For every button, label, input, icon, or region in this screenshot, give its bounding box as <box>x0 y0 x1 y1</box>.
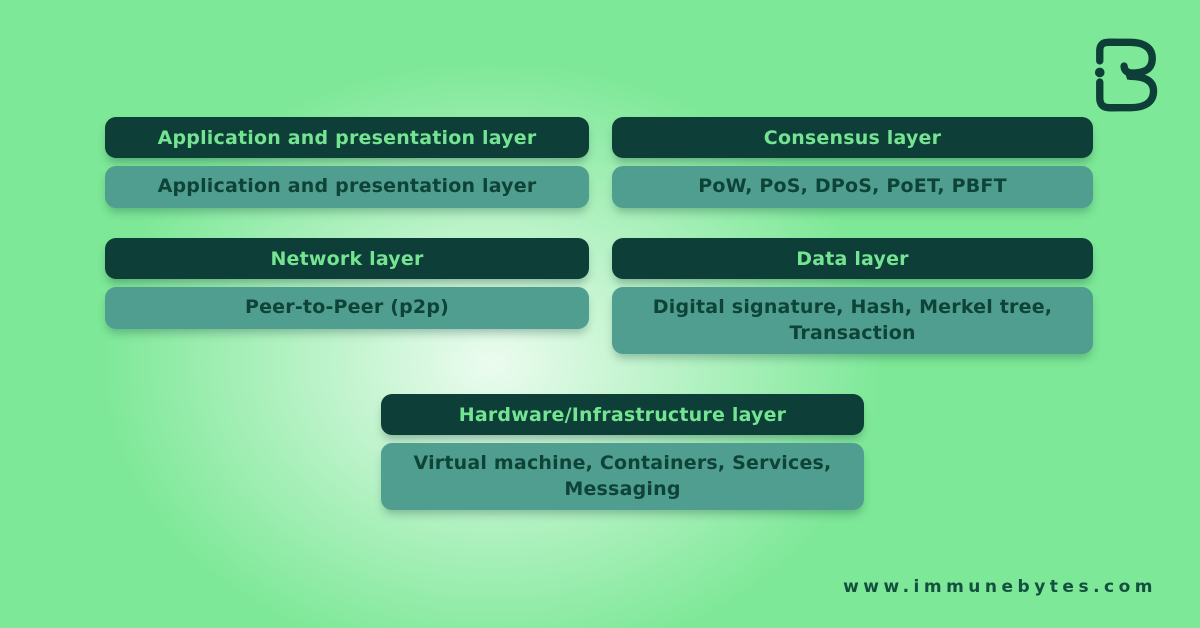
layer-application-content: Application and presentation layer <box>105 166 589 208</box>
layer-data: Data layer Digital signature, Hash, Merk… <box>612 238 1093 355</box>
layer-network-title: Network layer <box>105 238 589 279</box>
website-url: www.immunebytes.com <box>843 577 1157 597</box>
logo-top-bump <box>1105 38 1156 77</box>
layer-application-title: Application and presentation layer <box>105 117 589 158</box>
layer-hardware: Hardware/Infrastructure layer Virtual ma… <box>381 394 864 511</box>
layer-consensus: Consensus layer PoW, PoS, DPoS, PoET, PB… <box>612 117 1093 208</box>
layer-data-content: Digital signature, Hash, Merkel tree, Tr… <box>612 287 1093 355</box>
logo-left-bottom-stroke <box>1096 78 1120 112</box>
layer-hardware-title: Hardware/Infrastructure layer <box>381 394 864 435</box>
layer-consensus-content: PoW, PoS, DPoS, PoET, PBFT <box>612 166 1093 208</box>
immunebytes-logo <box>1094 38 1158 112</box>
layer-network-content: Peer-to-Peer (p2p) <box>105 287 589 329</box>
layer-data-title: Data layer <box>612 238 1093 279</box>
logo-i-dot <box>1094 67 1105 78</box>
logo-play-triangle <box>1127 68 1137 81</box>
logo-bottom-bump <box>1105 72 1158 112</box>
layer-hardware-content: Virtual machine, Containers, Services, M… <box>381 443 864 511</box>
layer-consensus-title: Consensus layer <box>612 117 1093 158</box>
layer-application: Application and presentation layer Appli… <box>105 117 589 208</box>
layer-network: Network layer Peer-to-Peer (p2p) <box>105 238 589 329</box>
